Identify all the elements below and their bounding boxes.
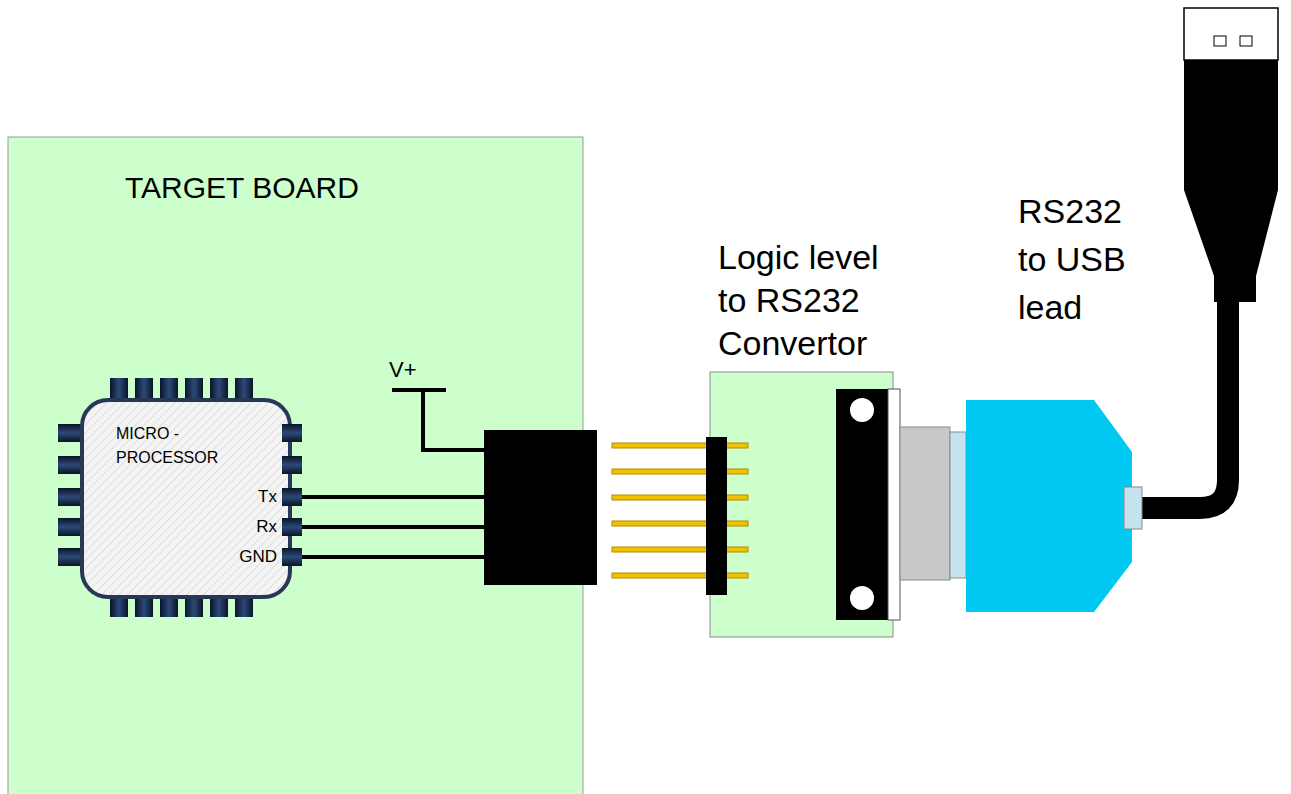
usb-window: [1240, 36, 1252, 46]
converter-heading: Logic level to RS232 Convertor: [718, 236, 903, 365]
board-region: TARGET BOARD MICRO - PROCESSOR: [8, 137, 583, 794]
signal-name: GND: [239, 547, 277, 567]
mount-hole: [850, 586, 874, 610]
chip-pins-right: [282, 424, 302, 566]
usb-plug-metal: [1184, 8, 1278, 60]
header-strip: [706, 437, 727, 595]
mount-hole: [850, 398, 874, 422]
wires: [302, 390, 486, 557]
board-connector: [484, 430, 597, 585]
converter-board: [710, 372, 893, 637]
converter-node: Logic level to RS232 Convertor: [710, 372, 893, 637]
lead-heading: RS232 to USB lead: [1018, 187, 1143, 331]
db9-edge: [888, 389, 900, 620]
cable-strain-relief: [1124, 487, 1142, 529]
board-title: TARGET BOARD: [125, 170, 359, 206]
db9-shell-inner: [950, 432, 966, 578]
usb-window: [1214, 36, 1226, 46]
chip-body: [82, 400, 290, 597]
signal-name: Rx: [256, 517, 277, 537]
lead-node: RS232 to USB lead: [966, 400, 1132, 612]
db9-flange: [836, 389, 888, 620]
supply-label: V+: [389, 360, 417, 380]
cable: [1140, 296, 1228, 508]
chip-name: MICRO - PROCESSOR: [116, 422, 236, 470]
usb-plug-body: [1184, 58, 1278, 302]
lead-connector: [966, 400, 1132, 612]
db9-shell: [900, 427, 950, 580]
header-pin-ends: [724, 443, 748, 578]
signal-name: Tx: [258, 487, 277, 507]
